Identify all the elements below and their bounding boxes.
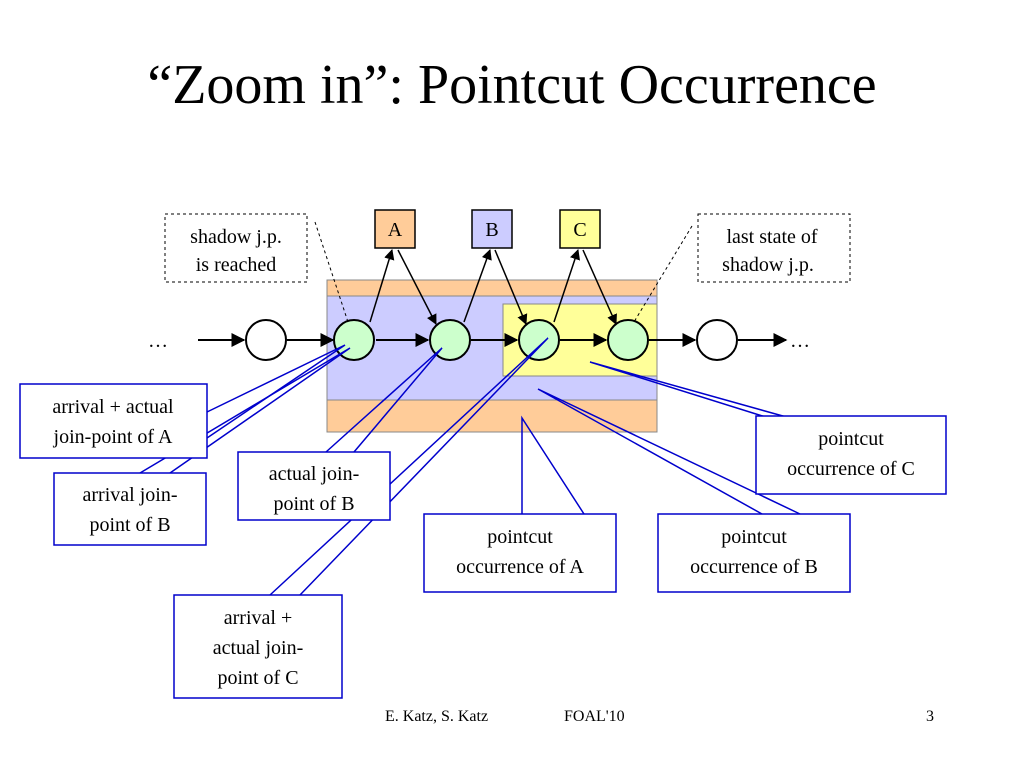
shadow-reached-line2: is reached xyxy=(196,254,277,276)
leader-actual-b xyxy=(325,347,443,453)
joinpoint-node-4 xyxy=(607,319,649,361)
aspect-b-box xyxy=(471,209,513,249)
callout-actual-b-line2: point of B xyxy=(273,493,354,515)
arrow-b-out xyxy=(463,249,492,323)
callout-arrival-b-box xyxy=(53,472,207,546)
callout-arrival-b-line1: arrival join- xyxy=(83,484,178,506)
callout-arrival-b-line2: point of B xyxy=(89,514,170,536)
joinpoint-node-1 xyxy=(333,319,375,361)
callout-arrival-actual-c-line1: arrival + xyxy=(224,607,292,629)
state-node-1 xyxy=(245,319,287,361)
callout-arrival-actual-c-line2: actual join- xyxy=(213,637,304,659)
slide-title: “Zoom in”: Pointcut Occurrence xyxy=(147,54,877,116)
aspect-c-label: C xyxy=(573,219,586,241)
callout-arrival-actual-c-line3: point of C xyxy=(217,667,298,689)
callout-pointcut-b-line2: occurrence of B xyxy=(690,556,818,578)
last-state-leader xyxy=(633,225,693,323)
footer-venue: FOAL'10 xyxy=(564,708,625,725)
callout-actual-b-line1: actual join- xyxy=(269,463,360,485)
callout-pointcut-c-box xyxy=(755,415,947,495)
arrow-c-out xyxy=(553,249,580,323)
aspect-b-label: B xyxy=(485,219,498,241)
callout-arrival-actual-c-box xyxy=(173,594,343,699)
leader-pointcut-b xyxy=(537,388,801,515)
callout-pointcut-c-line2: occurrence of C xyxy=(787,458,915,480)
leader-pointcut-a xyxy=(521,415,585,515)
shadow-reached-box xyxy=(164,213,308,283)
arrow-a-back xyxy=(397,249,437,325)
joinpoint-node-3 xyxy=(518,319,560,361)
ellipsis-right: … xyxy=(790,330,810,352)
footer-authors: E. Katz, S. Katz xyxy=(385,708,489,725)
callout-pointcut-b-box xyxy=(657,513,851,593)
callout-arrival-actual-a-line1: arrival + actual xyxy=(52,396,174,418)
leader-arrival-b xyxy=(139,347,351,474)
arrow-b-back xyxy=(494,249,528,325)
last-state-line2: shadow j.p. xyxy=(722,254,814,276)
callout-pointcut-a-box xyxy=(423,513,617,593)
callout-pointcut-a-line1: pointcut xyxy=(487,526,553,548)
callout-pointcut-a-line2: occurrence of A xyxy=(456,556,584,578)
state-node-6 xyxy=(696,319,738,361)
callout-actual-b-box xyxy=(237,451,391,521)
arrow-a-out xyxy=(369,248,395,323)
aspect-a-label: A xyxy=(388,219,403,241)
ellipsis-left: … xyxy=(148,330,168,352)
last-state-box xyxy=(697,213,851,283)
leader-arrival-actual-a xyxy=(206,344,346,439)
aspect-c-box xyxy=(559,209,601,249)
aspect-a-box xyxy=(374,209,416,249)
callout-arrival-actual-a-box xyxy=(19,383,208,459)
arrow-c-back xyxy=(582,249,617,325)
callout-pointcut-b-line1: pointcut xyxy=(721,526,787,548)
shadow-reached-line1: shadow j.p. xyxy=(190,226,282,248)
footer-page-number: 3 xyxy=(926,708,934,725)
last-state-line1: last state of xyxy=(726,226,817,248)
callout-pointcut-c-line1: pointcut xyxy=(818,428,884,450)
callout-arrival-actual-a-line2: join-point of A xyxy=(53,426,173,448)
leader-pointcut-c xyxy=(589,361,821,435)
